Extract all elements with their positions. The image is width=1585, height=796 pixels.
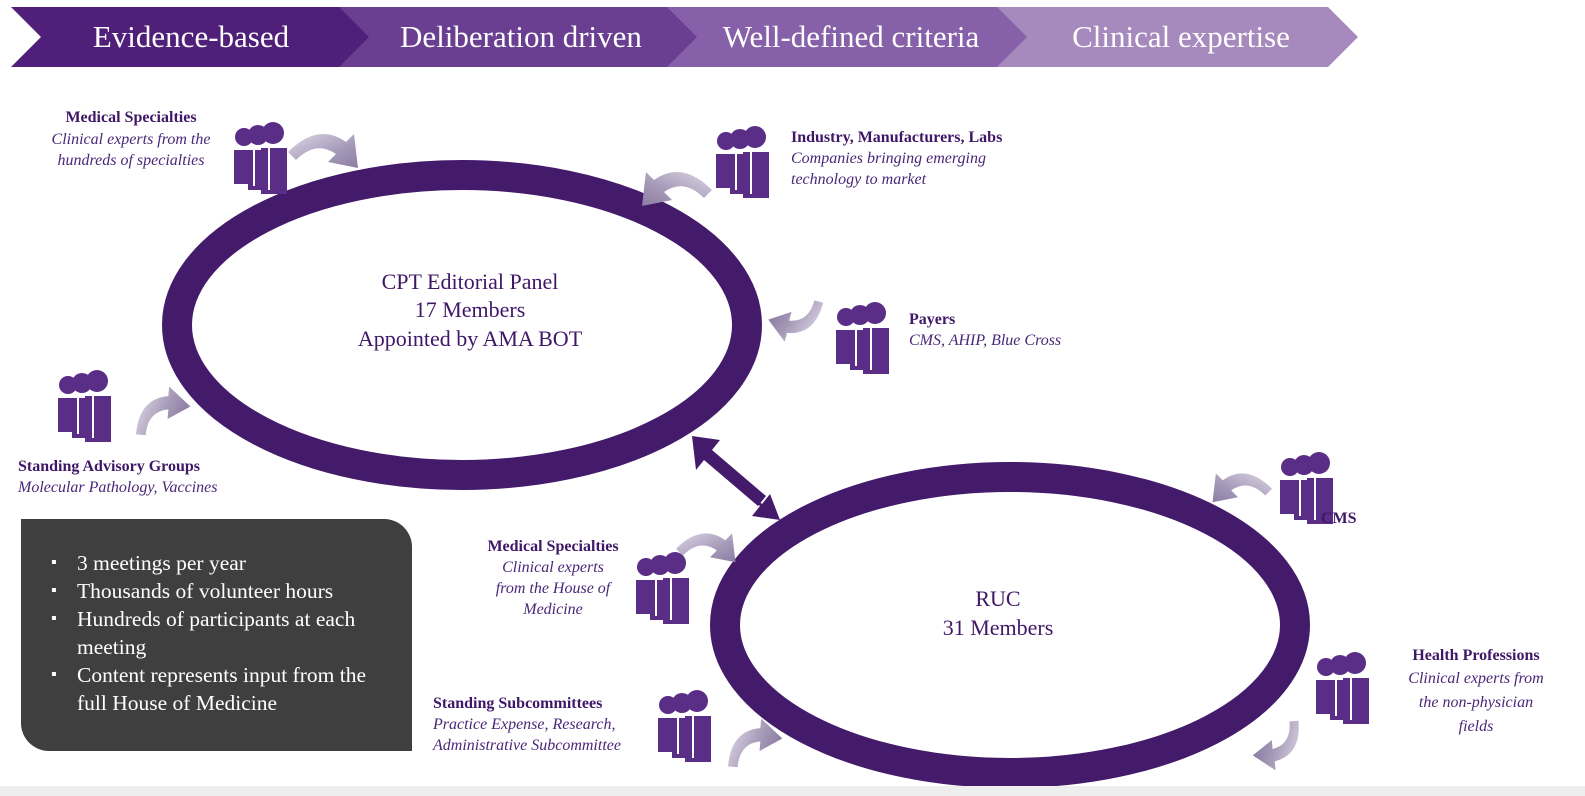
stakeholder-desc: hundreds of specialties: [58, 152, 205, 169]
info-bullet: Thousands of volunteer hours: [51, 577, 392, 605]
info-bullet: Hundreds of participants at each meeting: [51, 605, 392, 661]
stakeholder-desc: Clinical experts: [502, 559, 604, 576]
curved-arrow-icon: [768, 291, 831, 344]
stakeholder-medical-specialties-house: Medical Specialties Clinical experts fro…: [487, 538, 618, 618]
stakeholder-subcommittees: Standing Subcommittees Practice Expense,…: [432, 695, 621, 754]
curved-arrow-icon: [642, 172, 712, 206]
curved-arrow-icon: [126, 384, 191, 445]
info-bullet: 3 meetings per year: [51, 549, 392, 577]
stakeholder-desc: Clinical experts from: [1408, 670, 1543, 687]
stakeholder-desc: Companies bringing emerging: [791, 150, 986, 167]
cpt-panel-members: 17 Members: [415, 297, 526, 322]
people-group-icon: [58, 370, 111, 442]
cpt-panel-title: CPT Editorial Panel: [382, 269, 559, 294]
info-bullet-list: 3 meetings per year Thousands of volunte…: [51, 549, 392, 717]
chevron-step-2: [339, 7, 700, 67]
info-box: 3 meetings per year Thousands of volunte…: [21, 519, 412, 751]
footer-strip: [0, 786, 1585, 796]
double-arrow-icon: [692, 436, 780, 520]
stakeholder-medical-specialties-top: Medical Specialties Clinical experts fro…: [52, 109, 211, 169]
stakeholder-desc: Clinical experts from the: [52, 131, 211, 148]
stakeholder-industry: Industry, Manufacturers, Labs Companies …: [791, 129, 1002, 188]
chevron-label-4: Clinical expertise: [1072, 19, 1290, 54]
curved-arrow-icon: [676, 533, 736, 563]
stakeholder-title: Medical Specialties: [487, 538, 618, 555]
chevron-label-3: Well-defined criteria: [723, 19, 980, 54]
curved-arrow-icon: [1252, 712, 1310, 773]
stakeholder-desc: Molecular Pathology, Vaccines: [17, 479, 218, 496]
ruc-members: 31 Members: [943, 615, 1054, 640]
chevron-label-2: Deliberation driven: [400, 19, 642, 54]
stakeholder-title: Payers: [909, 311, 955, 328]
people-group-icon: [716, 126, 769, 198]
stakeholder-desc: technology to market: [791, 171, 927, 188]
stakeholder-desc: fields: [1459, 718, 1494, 735]
curved-arrow-icon: [1212, 473, 1272, 503]
stakeholder-cms: CMS: [1321, 510, 1357, 527]
curved-arrow-icon: [288, 134, 358, 168]
ruc-title: RUC: [975, 586, 1020, 611]
stakeholder-advisory-groups: Standing Advisory Groups Molecular Patho…: [17, 458, 218, 496]
stakeholder-desc: Medicine: [522, 601, 583, 618]
info-bullet: Content represents input from the full H…: [51, 661, 392, 717]
stakeholder-title: Medical Specialties: [65, 109, 196, 126]
chevron-step-1: [11, 7, 372, 67]
stakeholder-desc: CMS, AHIP, Blue Cross: [909, 332, 1061, 349]
cpt-panel-ring: [162, 160, 762, 490]
stakeholder-health-professions: Health Professions Clinical experts from…: [1408, 647, 1543, 735]
stakeholder-desc: the non-physician: [1419, 694, 1533, 711]
stakeholder-desc: Administrative Subcommittee: [432, 737, 621, 754]
ruc-ring: [710, 462, 1310, 788]
chevron-step-4: [997, 7, 1358, 67]
stakeholder-title: Health Professions: [1412, 647, 1539, 664]
stakeholder-title: Industry, Manufacturers, Labs: [791, 129, 1002, 146]
stakeholder-desc: from the House of: [496, 580, 613, 597]
chevron-step-3: [667, 7, 1030, 67]
stakeholder-payers: Payers CMS, AHIP, Blue Cross: [909, 311, 1061, 349]
people-group-icon: [636, 552, 689, 624]
people-group-icon: [1316, 652, 1369, 724]
stakeholder-title: CMS: [1321, 510, 1357, 527]
people-group-icon: [234, 122, 287, 194]
people-group-icon: [658, 690, 711, 762]
stakeholder-desc: Practice Expense, Research,: [432, 716, 615, 733]
people-group-icon: [836, 302, 889, 374]
process-chevrons: Evidence-based Deliberation driven Well-…: [11, 7, 1358, 67]
stakeholder-title: Standing Advisory Groups: [18, 458, 200, 475]
stakeholder-title: Standing Subcommittees: [433, 695, 602, 712]
chevron-label-1: Evidence-based: [93, 19, 290, 54]
cpt-panel-appointed: Appointed by AMA BOT: [358, 326, 583, 351]
